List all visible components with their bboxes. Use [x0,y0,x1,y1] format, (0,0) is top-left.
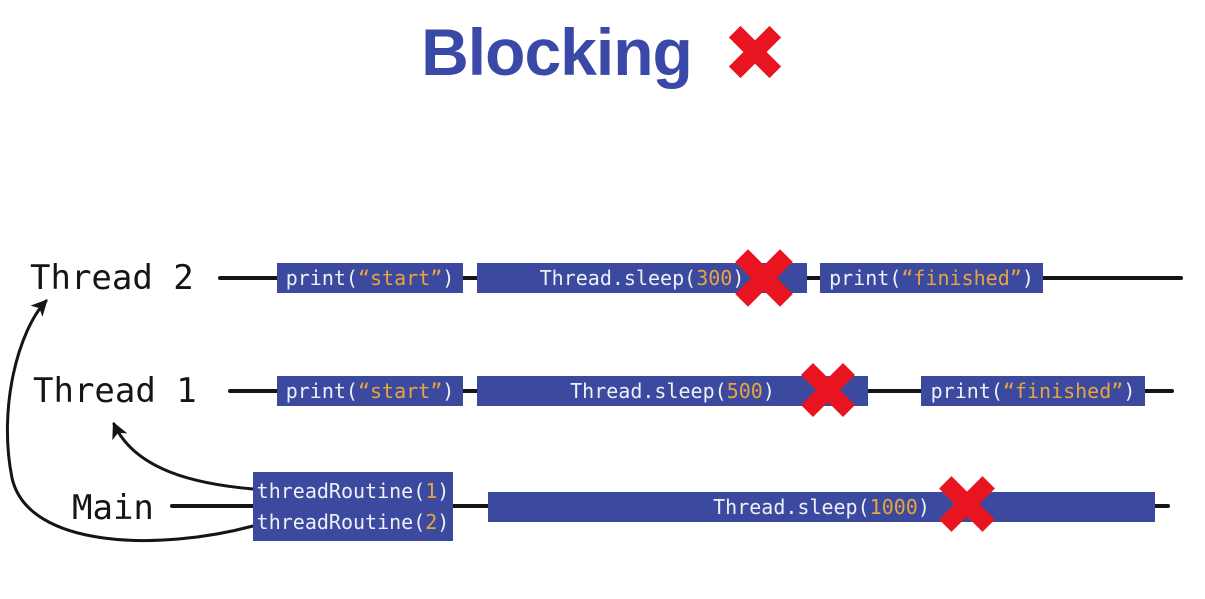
code-line-thread-routine-2: threadRoutine(2) [256,510,450,534]
label-main: Main [72,488,154,528]
code-box-print-start-t2: print(“start”) [277,263,463,293]
diagram-title: Blocking [0,14,1205,90]
code-box-thread-routines: threadRoutine(1) threadRoutine(2) [253,472,453,541]
cross-mark-icon-main [939,476,995,532]
cross-mark-icon-thread2 [735,249,793,307]
cross-mark-icon-thread1 [801,363,855,417]
label-thread-2: Thread 2 [30,258,194,298]
code-box-sleep-500: Thread.sleep(500) [477,376,868,406]
label-thread-1: Thread 1 [33,371,197,411]
cross-mark-icon [728,25,781,79]
code-box-sleep-1000: Thread.sleep(1000) [488,492,1155,522]
title-text: Blocking [421,15,693,89]
code-line-thread-routine-1: threadRoutine(1) [256,479,450,503]
code-box-print-finished-t1: print(“finished”) [921,376,1145,406]
arrow-main-to-thread1 [112,421,255,491]
code-box-print-finished-t2: print(“finished”) [820,263,1043,293]
code-box-print-start-t1: print(“start”) [277,376,463,406]
